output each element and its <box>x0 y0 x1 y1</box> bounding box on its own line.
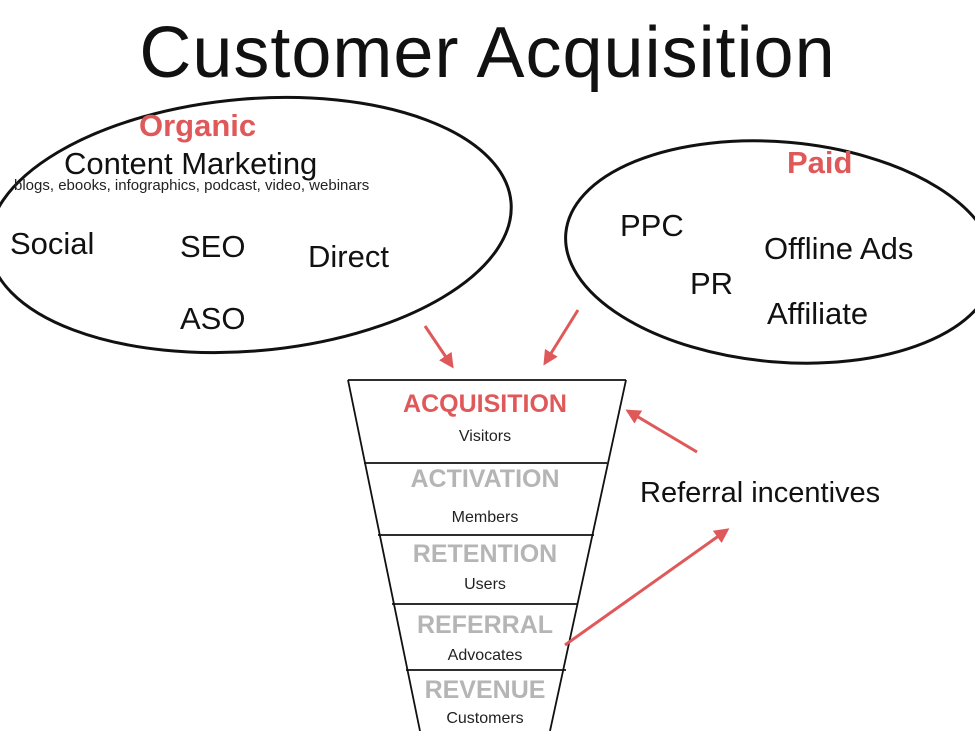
referral-to-acquisition-arrow <box>625 409 698 454</box>
funnel-audience-members: Members <box>451 509 519 526</box>
funnel-stage-acquisition: ACQUISITION <box>403 390 567 418</box>
funnel-audience-advocates: Advocates <box>447 647 523 664</box>
channel-social: Social <box>10 226 95 261</box>
channel-pr: PR <box>690 266 734 301</box>
channel-direct: Direct <box>308 239 389 274</box>
funnel-stage-referral: REFERRAL <box>416 611 554 639</box>
referral-incentives-label: Referral incentives <box>640 477 881 509</box>
organic-ellipse <box>0 95 513 355</box>
funnel-shape <box>347 379 627 731</box>
channel-aso: ASO <box>180 301 246 336</box>
page-title: Customer Acquisition <box>139 13 836 93</box>
paid-heading: Paid <box>787 145 853 180</box>
funnel-audience-visitors: Visitors <box>458 428 512 445</box>
organic-heading: Organic <box>139 108 257 143</box>
channel-ppc: PPC <box>620 208 684 243</box>
referral-stage-to-incentives-arrow <box>564 528 730 647</box>
paid-to-funnel-arrow <box>543 309 580 366</box>
content-marketing-examples: blogs, ebooks, infographics, podcast, vi… <box>14 177 370 194</box>
funnel-stage-retention: RETENTION <box>412 540 558 568</box>
channel-seo: SEO <box>180 229 246 264</box>
organic-to-funnel-arrow <box>423 325 454 369</box>
funnel-stage-revenue: REVENUE <box>424 676 546 704</box>
funnel-stage-activation: ACTIVATION <box>410 465 560 493</box>
channel-offline-ads: Offline Ads <box>764 231 914 266</box>
funnel-audience-customers: Customers <box>446 710 524 727</box>
channel-affiliate: Affiliate <box>767 296 869 331</box>
content-marketing-label: Content Marketing <box>64 146 318 181</box>
funnel-audience-users: Users <box>464 576 506 593</box>
paid-ellipse <box>564 139 975 365</box>
